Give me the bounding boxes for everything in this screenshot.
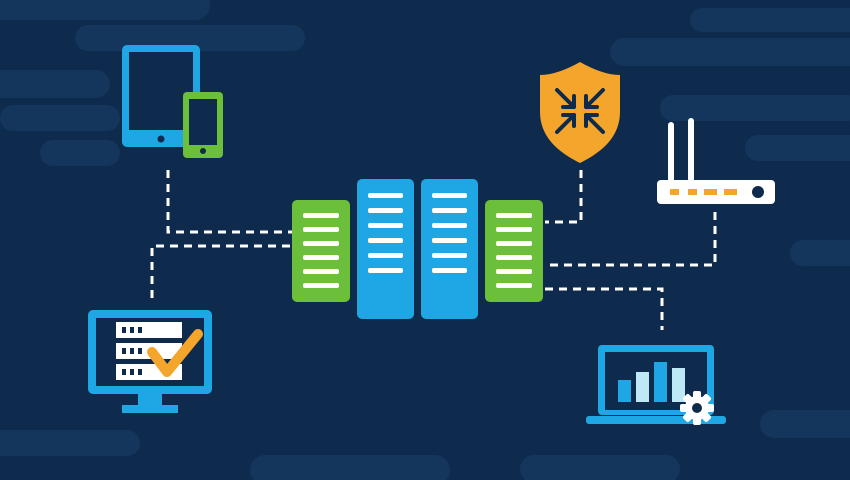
tablet-connection xyxy=(166,170,292,234)
check-mark-icon xyxy=(147,329,203,377)
analytics-laptop-icon xyxy=(586,345,726,425)
server-left-green xyxy=(292,200,350,302)
connection-lines xyxy=(150,170,717,330)
server-check-monitor-icon xyxy=(88,310,212,413)
bar-chart-icon xyxy=(618,362,685,402)
router-icon xyxy=(657,118,775,204)
gear-icon xyxy=(680,391,714,425)
server-rack-icon xyxy=(292,179,543,319)
router-connection xyxy=(545,212,717,267)
server-center-left-blue xyxy=(357,179,414,319)
tablet-icon xyxy=(122,45,200,147)
phone-icon xyxy=(183,92,223,158)
server-center-right-blue xyxy=(421,179,478,319)
server-right-green xyxy=(485,200,543,302)
monitor-connection xyxy=(150,244,292,298)
laptop-connection xyxy=(545,287,664,330)
shield-connection xyxy=(545,170,583,224)
shield-firewall-icon xyxy=(540,62,620,163)
arrows-inward-icon xyxy=(555,88,605,134)
